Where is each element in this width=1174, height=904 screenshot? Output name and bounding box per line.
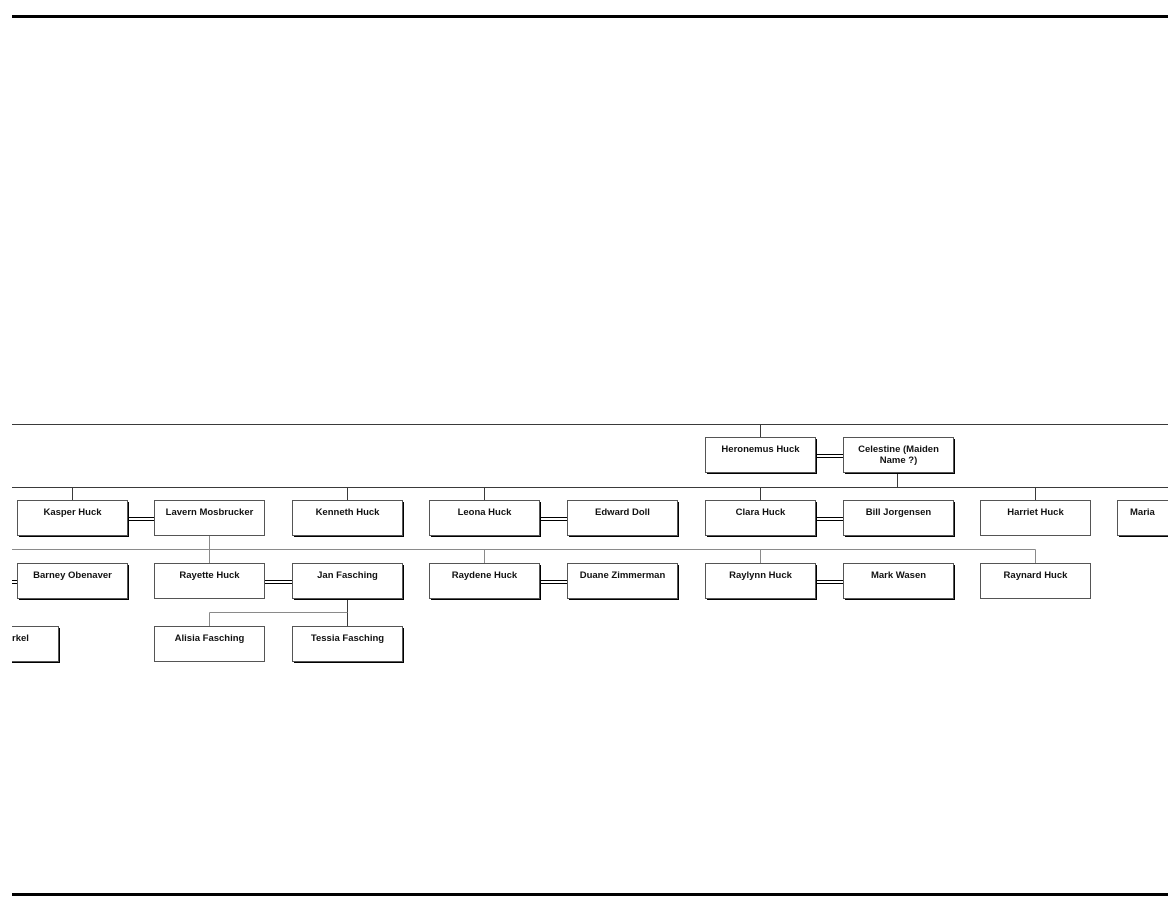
person-name: Raynard Huck	[1004, 570, 1069, 581]
person-name: Kasper Huck	[43, 507, 102, 518]
person-box-harriet-huck[interactable]: Harriet Huck	[980, 500, 1091, 536]
person-box-kenneth-huck[interactable]: Kenneth Huck	[292, 500, 405, 538]
person-name: Rayette Huck	[179, 570, 240, 581]
person-box-lavern-mosbrucker[interactable]: Lavern Mosbrucker	[154, 500, 265, 536]
person-name: Heronemus Huck	[721, 444, 800, 455]
right-margin-mask	[1168, 0, 1174, 904]
person-box-mark-wasen[interactable]: Mark Wasen	[843, 563, 956, 601]
person-box-leona-huck[interactable]: Leona Huck	[429, 500, 542, 538]
person-name: Raylynn Huck	[729, 570, 793, 581]
person-name: Lavern Mosbrucker	[166, 507, 254, 518]
person-box-rayette-huck[interactable]: Rayette Huck	[154, 563, 265, 599]
person-box-raynard-huck[interactable]: Raynard Huck	[980, 563, 1091, 599]
person-name: Edward Doll	[595, 507, 650, 518]
person-name: rkel	[12, 633, 29, 644]
person-name: Mark Wasen	[871, 570, 926, 581]
person-box-heronemus-huck[interactable]: Heronemus Huck	[705, 437, 818, 475]
marriage-connectors	[12, 454, 843, 584]
person-name: Tessia Fasching	[311, 633, 384, 644]
person-name: Clara Huck	[736, 507, 786, 518]
person-box-edward-doll[interactable]: Edward Doll	[567, 500, 680, 538]
person-name: Duane Zimmerman	[580, 570, 666, 581]
person-name: Barney Obenaver	[33, 570, 112, 581]
person-box-kasper-huck[interactable]: Kasper Huck	[17, 500, 130, 538]
person-name-line-1: Celestine (Maiden	[858, 444, 939, 455]
person-box-bill-jorgensen[interactable]: Bill Jorgensen	[843, 500, 956, 538]
person-box-jan-fasching[interactable]: Jan Fasching	[292, 563, 405, 601]
person-name: Jan Fasching	[317, 570, 378, 581]
left-margin-mask	[0, 0, 12, 904]
person-box-duane-zimmerman[interactable]: Duane Zimmerman	[567, 563, 680, 601]
person-box-alisia-fasching[interactable]: Alisia Fasching	[154, 626, 265, 662]
person-name: Raydene Huck	[452, 570, 518, 581]
person-name: Harriet Huck	[1007, 507, 1064, 518]
person-name: Maria	[1130, 507, 1156, 518]
person-box-raylynn-huck[interactable]: Raylynn Huck	[705, 563, 818, 601]
person-name: Bill Jorgensen	[866, 507, 932, 518]
person-name: Kenneth Huck	[316, 507, 381, 518]
person-name-line-2: Name ?)	[880, 455, 917, 466]
person-box-raydene-huck[interactable]: Raydene Huck	[429, 563, 542, 601]
person-box-tessia-fasching[interactable]: Tessia Fasching	[292, 626, 405, 664]
person-box-barney-obenaver[interactable]: Barney Obenaver	[17, 563, 130, 601]
person-box-celestine[interactable]: Celestine (Maiden Name ?)	[843, 437, 956, 475]
person-box-maria-cropped[interactable]: Maria	[1117, 500, 1174, 538]
person-name: Leona Huck	[458, 507, 513, 518]
person-name: Alisia Fasching	[175, 633, 245, 644]
person-box-clara-huck[interactable]: Clara Huck	[705, 500, 818, 538]
